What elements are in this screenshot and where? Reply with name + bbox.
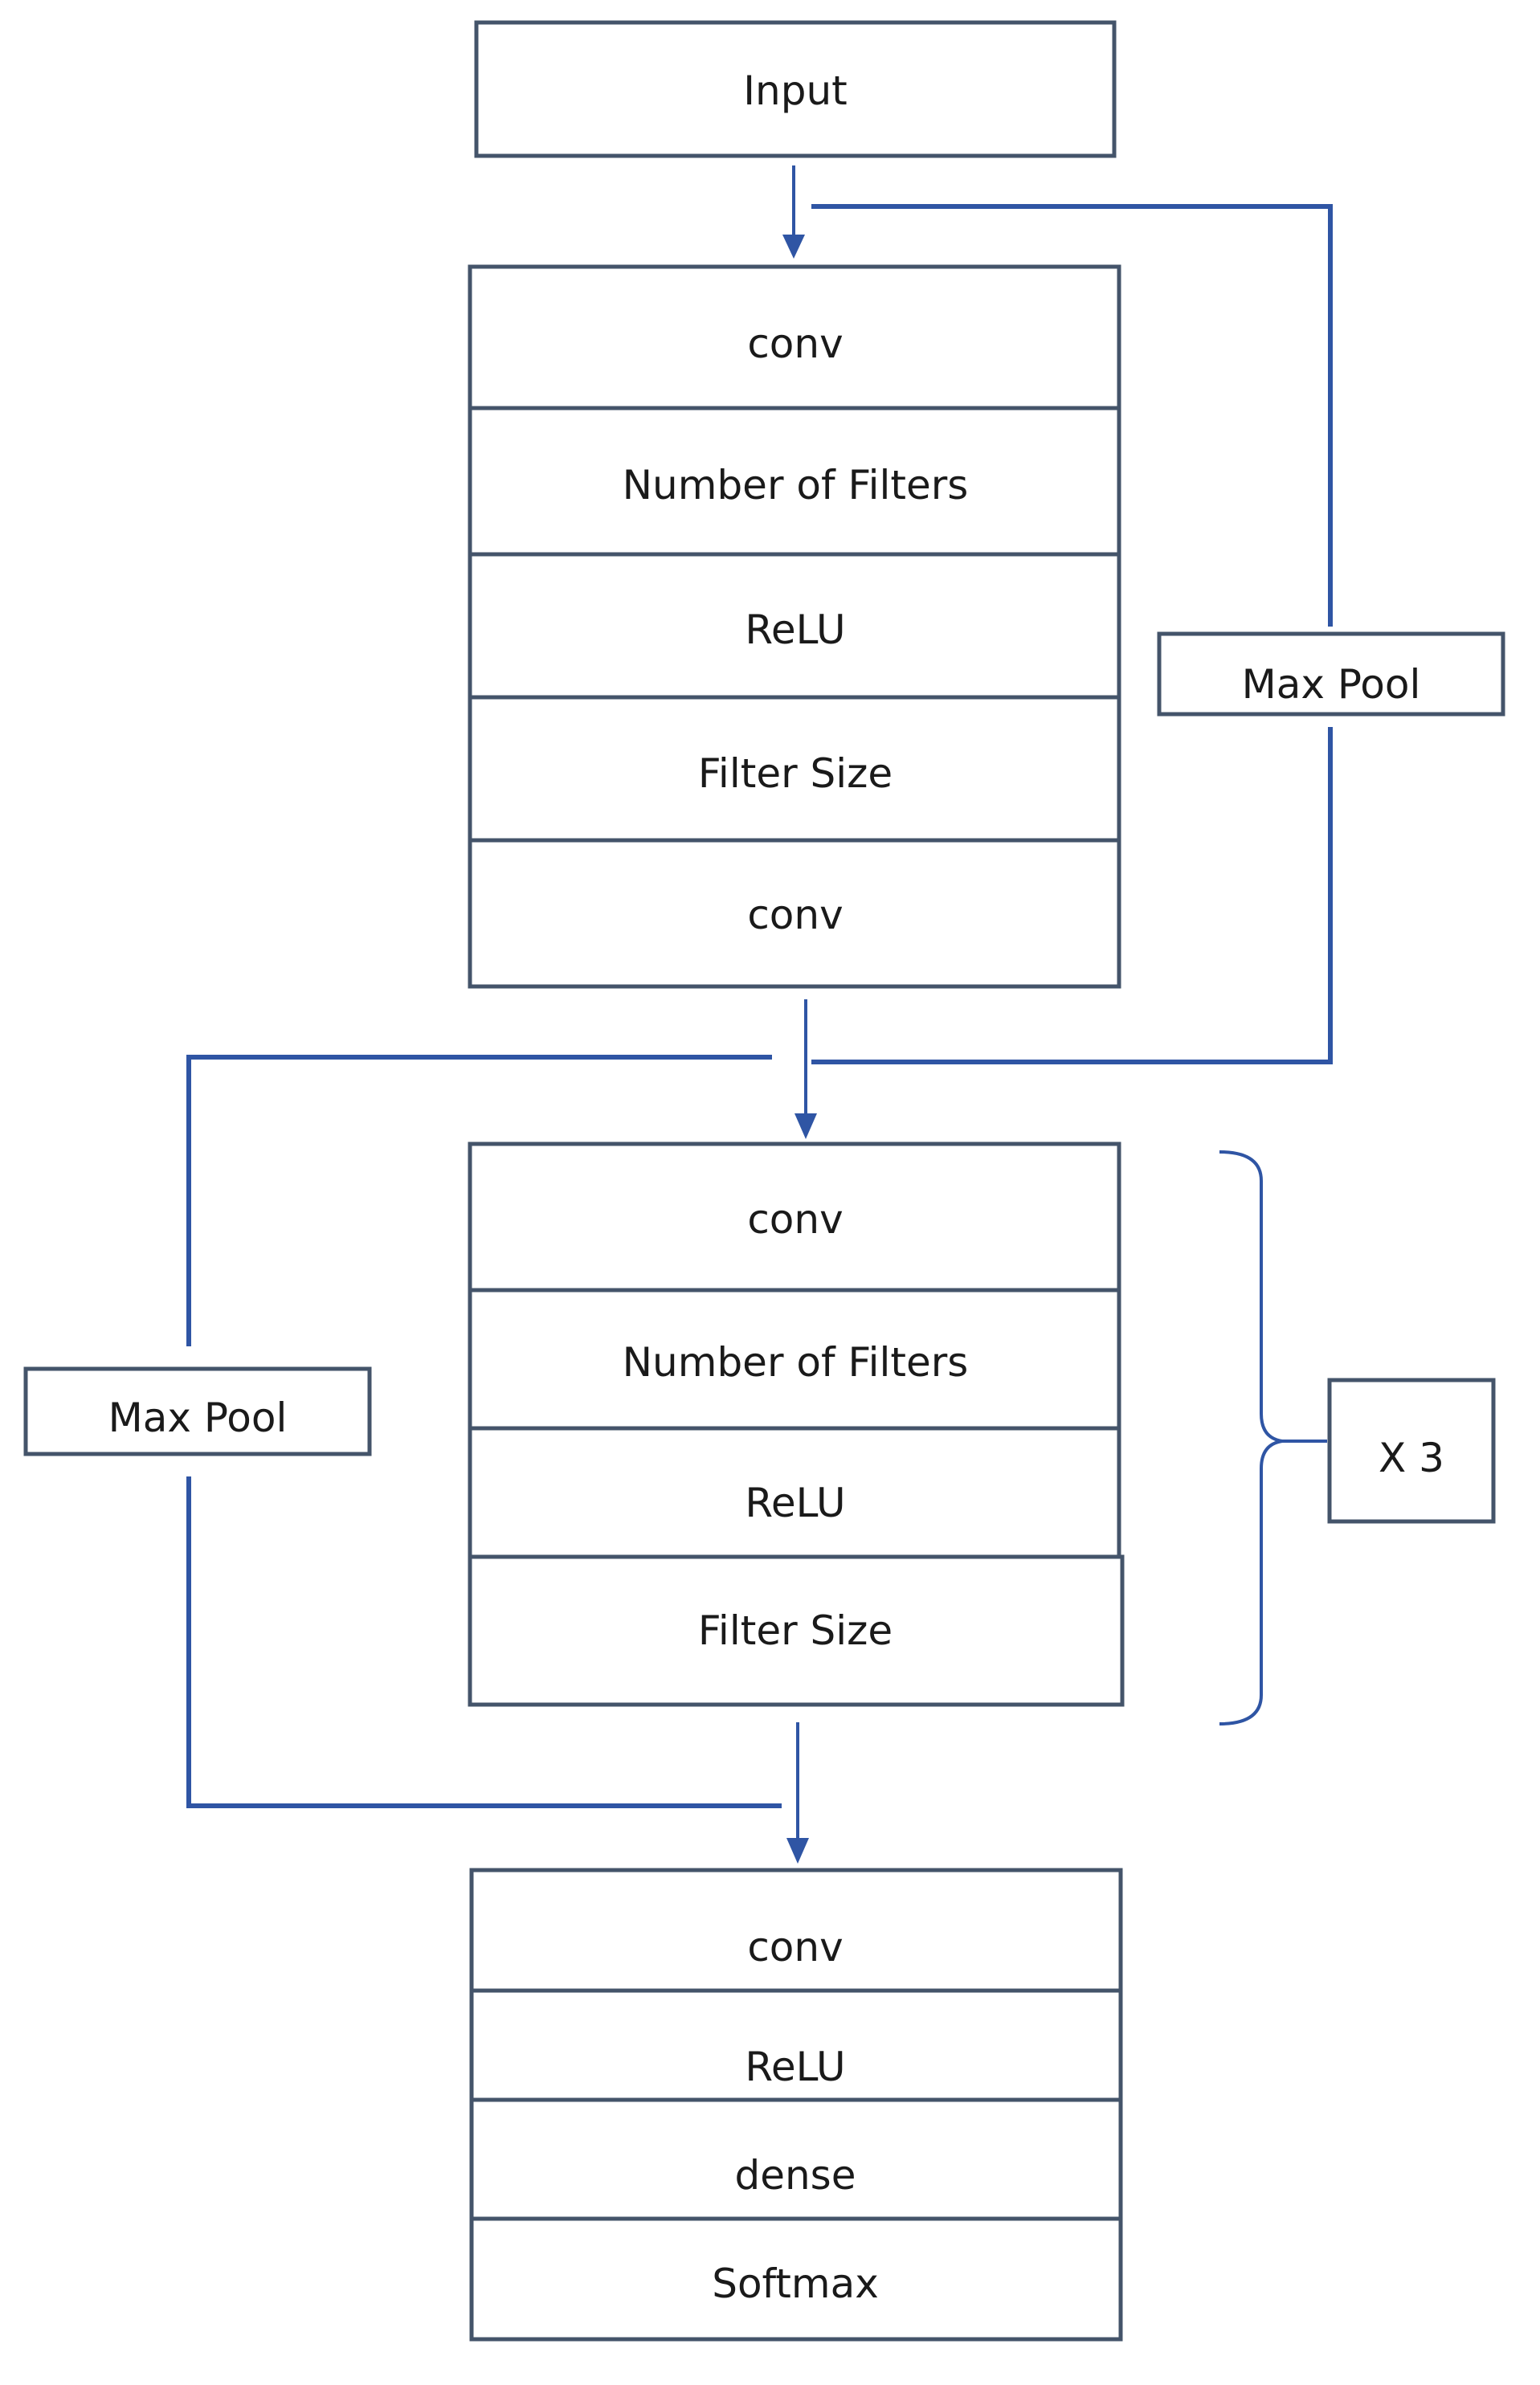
block2-layer-label: ReLU [745, 1480, 845, 1526]
block3-layer-softmax [469, 2216, 1123, 2342]
max-pool-left-label: Max Pool [108, 1395, 288, 1441]
block2-to-block3-arrow [786, 1722, 809, 1864]
block3-layer-dense [469, 2097, 1123, 2221]
input-label: Input [743, 67, 847, 114]
max-pool-right-box [1157, 631, 1505, 717]
block3-layer-label: dense [734, 2152, 856, 2199]
block2-layer-label: Filter Size [698, 1607, 893, 1654]
block1-layer-conv [468, 264, 1121, 410]
skip-connection-left: Max Pool [23, 1055, 782, 1808]
block2-layer-label: Number of Filters [623, 1339, 969, 1386]
block1-layer-label: ReLU [745, 606, 845, 653]
block2-layer-number-of-filters [468, 1288, 1121, 1431]
block1-layer-label: Number of Filters [623, 462, 969, 508]
block1-to-block2-arrow [795, 999, 817, 1139]
block1-layer-conv-2 [468, 838, 1121, 989]
block3-layer-label: Softmax [712, 2260, 879, 2307]
block1-layer-filter-size [468, 695, 1121, 843]
input-to-block1-arrow [782, 165, 805, 259]
max-pool-left-box [23, 1366, 372, 1456]
output-block: conv ReLU dense Softmax [469, 1868, 1123, 2342]
block2-layer-label: conv [747, 1196, 843, 1243]
block2-layer-relu [468, 1426, 1121, 1559]
block3-layer-label: ReLU [745, 2044, 845, 2090]
skip-connection-right: Max Pool [811, 204, 1505, 1064]
block1-layer-label: Filter Size [698, 750, 893, 797]
repeat-box [1327, 1378, 1496, 1524]
block2-layer-filter-size [468, 1554, 1125, 1707]
block3-layer-relu [469, 1988, 1123, 2102]
max-pool-right-label: Max Pool [1242, 661, 1421, 708]
repeat-annotation: X 3 [1219, 1150, 1496, 1725]
block1-layer-label: conv [747, 892, 843, 938]
conv-block-2: conv Number of Filters ReLU Filter Size [468, 1141, 1125, 1707]
input-node: Input [474, 20, 1117, 158]
conv-block-1: conv Number of Filters ReLU Filter Size … [468, 264, 1121, 989]
block2-layer-conv [468, 1141, 1121, 1293]
repeat-brace [1219, 1150, 1283, 1725]
block3-layer-label: conv [747, 1924, 843, 1970]
repeat-label: X 3 [1379, 1435, 1444, 1481]
block1-layer-label: conv [747, 321, 843, 367]
block1-layer-relu [468, 552, 1121, 700]
